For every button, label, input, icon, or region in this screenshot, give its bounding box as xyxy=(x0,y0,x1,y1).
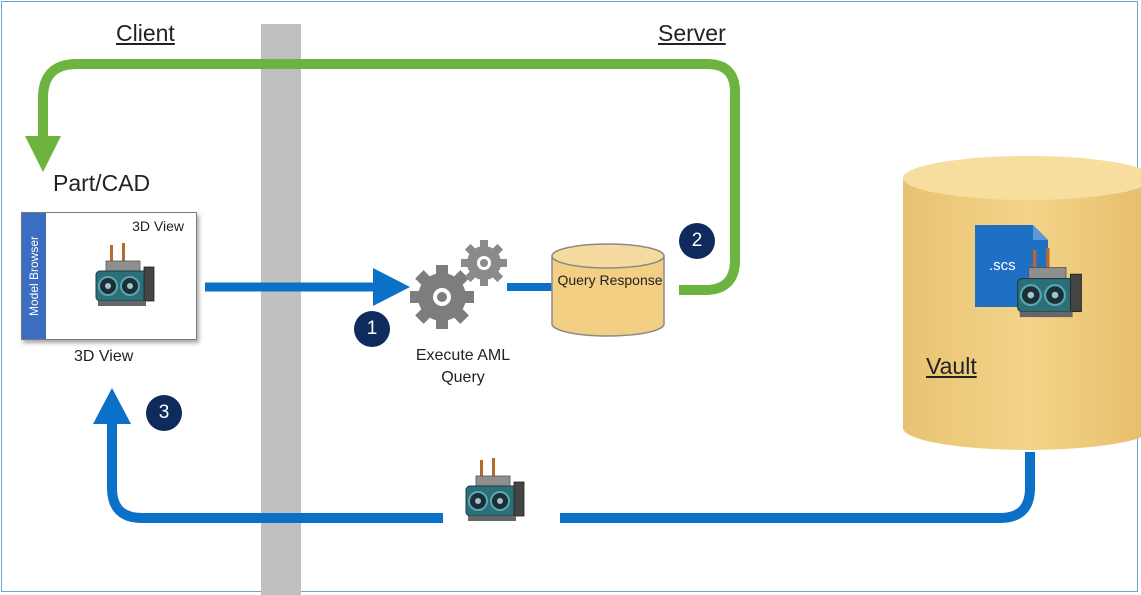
step-2-badge: 2 xyxy=(679,223,715,259)
model-return-arrow-blue xyxy=(560,452,1035,523)
client-heading: Client xyxy=(116,20,175,46)
model-browser-panel: Model Browser xyxy=(22,213,46,339)
request-arrowhead-blue xyxy=(373,268,410,306)
vault-label: Vault xyxy=(926,353,977,379)
model-return-arrowhead-blue xyxy=(93,388,131,424)
part-cad-label: Part/CAD xyxy=(53,170,151,196)
model-browser-label: Model Browser xyxy=(27,235,41,317)
scs-file-label: .scs xyxy=(989,257,1016,274)
server-heading: Server xyxy=(658,20,726,46)
view-3d-caption: 3D View xyxy=(74,348,134,365)
gears-icon xyxy=(410,240,507,329)
response-arrowhead-green xyxy=(25,136,61,172)
step-1-badge: 1 xyxy=(354,311,390,347)
query-response-label: Query Response xyxy=(557,272,663,288)
query-response-cylinder xyxy=(551,243,665,337)
step-3-badge: 3 xyxy=(146,395,182,431)
printer-model-transfer-icon xyxy=(465,457,525,522)
viewer-3d-view-label: 3D View xyxy=(132,218,184,234)
response-arrow-green xyxy=(38,59,740,295)
cad-viewer-window: Model Browser 3D View xyxy=(21,212,197,340)
client-server-divider xyxy=(261,24,301,595)
execute-aml-query-label: Execute AML Query xyxy=(415,347,511,386)
model-return-arrow-blue-left xyxy=(107,420,443,523)
